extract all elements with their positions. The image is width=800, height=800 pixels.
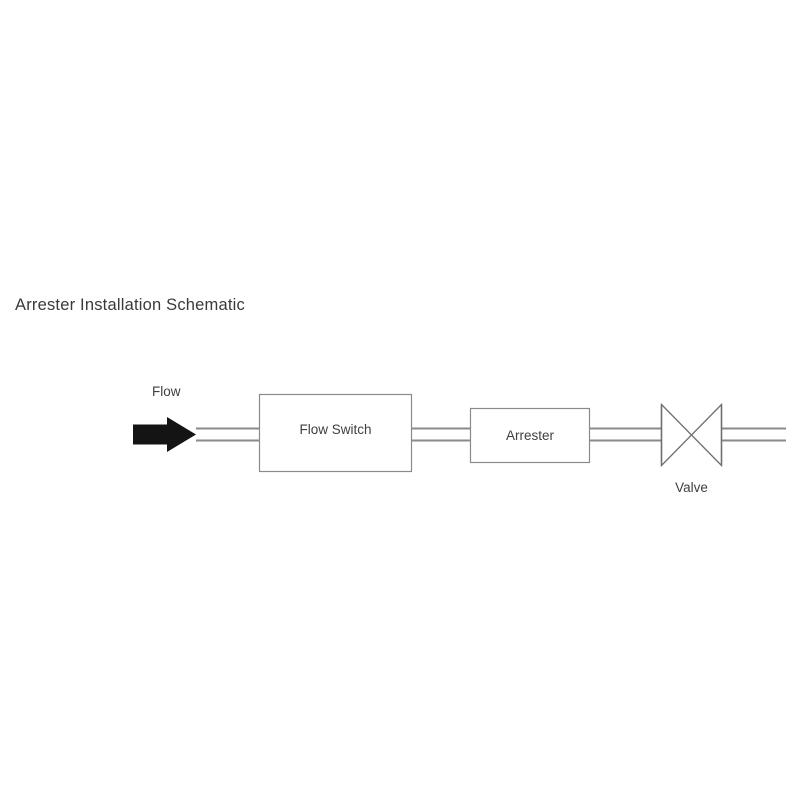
flow-label: Flow (152, 384, 181, 399)
flow-arrow-icon (133, 417, 196, 452)
page-title: Arrester Installation Schematic (15, 296, 245, 314)
component-flow-switch[interactable]: Flow Switch (258, 393, 413, 473)
valve-right-triangle[interactable] (690, 402, 723, 468)
arrester-label: Arrester (506, 428, 555, 443)
component-arrester[interactable]: Arrester (469, 407, 591, 464)
valve-left-triangle[interactable] (660, 402, 693, 468)
flow-switch-box[interactable] (258, 393, 413, 473)
component-valve[interactable]: Valve (660, 402, 723, 496)
valve-label: Valve (675, 480, 708, 495)
flow-switch-label: Flow Switch (299, 422, 371, 437)
arrester-box[interactable] (469, 407, 591, 464)
